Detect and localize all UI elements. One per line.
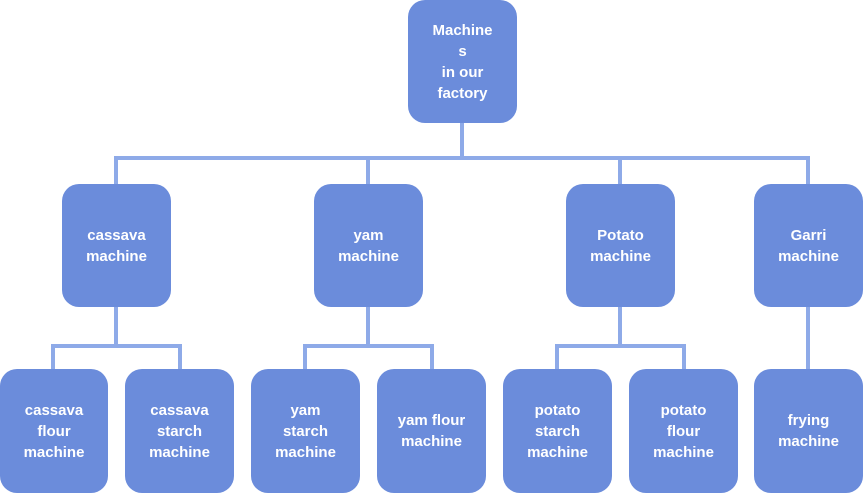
connector-potato-bus bbox=[555, 344, 686, 348]
node-label: cassava starch machine bbox=[149, 401, 210, 461]
connector-cassava-down bbox=[114, 307, 118, 346]
connector-garri-down bbox=[806, 307, 810, 369]
connector-root-down bbox=[460, 122, 464, 160]
node-yam-flour-machine[interactable]: yam flour machine bbox=[377, 369, 486, 493]
node-potato-flour-machine[interactable]: potato flour machine bbox=[629, 369, 738, 493]
connector-to-yam-flour bbox=[430, 344, 434, 369]
node-potato-starch-machine[interactable]: potato starch machine bbox=[503, 369, 612, 493]
node-potato-machine[interactable]: Potato machine bbox=[566, 184, 675, 307]
node-label: yam machine bbox=[338, 226, 399, 265]
connector-to-cassava bbox=[114, 156, 118, 184]
node-label: potato flour machine bbox=[653, 401, 714, 461]
connector-potato-down bbox=[618, 307, 622, 346]
node-root-machines-in-our-factory[interactable]: Machine s in our factory bbox=[408, 0, 517, 123]
node-label: Machine s in our factory bbox=[432, 21, 493, 102]
node-label: yam starch machine bbox=[275, 401, 336, 461]
node-yam-starch-machine[interactable]: yam starch machine bbox=[251, 369, 360, 493]
connector-to-cassava-starch bbox=[178, 344, 182, 369]
node-cassava-starch-machine[interactable]: cassava starch machine bbox=[125, 369, 234, 493]
connector-to-potato-flour bbox=[682, 344, 686, 369]
connector-yam-down bbox=[366, 307, 370, 346]
node-label: cassava machine bbox=[86, 226, 147, 265]
node-label: frying machine bbox=[778, 412, 839, 450]
node-label: Potato machine bbox=[590, 226, 651, 265]
connector-level1-bus bbox=[114, 156, 810, 160]
connector-to-potato-starch bbox=[555, 344, 559, 369]
node-cassava-flour-machine[interactable]: cassava flour machine bbox=[0, 369, 108, 493]
node-frying-machine[interactable]: frying machine bbox=[754, 369, 863, 493]
node-label: yam flour machine bbox=[397, 412, 466, 450]
node-label: cassava flour machine bbox=[23, 401, 85, 461]
node-label: Garri machine bbox=[778, 226, 839, 265]
connector-to-yam bbox=[366, 156, 370, 184]
connector-to-yam-starch bbox=[303, 344, 307, 369]
connector-to-cassava-flour bbox=[51, 344, 55, 369]
node-cassava-machine[interactable]: cassava machine bbox=[62, 184, 171, 307]
node-yam-machine[interactable]: yam machine bbox=[314, 184, 423, 307]
connector-cassava-bus bbox=[51, 344, 182, 348]
node-label: potato starch machine bbox=[527, 401, 588, 461]
connector-yam-bus bbox=[303, 344, 434, 348]
connector-to-potato bbox=[618, 156, 622, 184]
connector-to-garri bbox=[806, 156, 810, 184]
node-garri-machine[interactable]: Garri machine bbox=[754, 184, 863, 307]
